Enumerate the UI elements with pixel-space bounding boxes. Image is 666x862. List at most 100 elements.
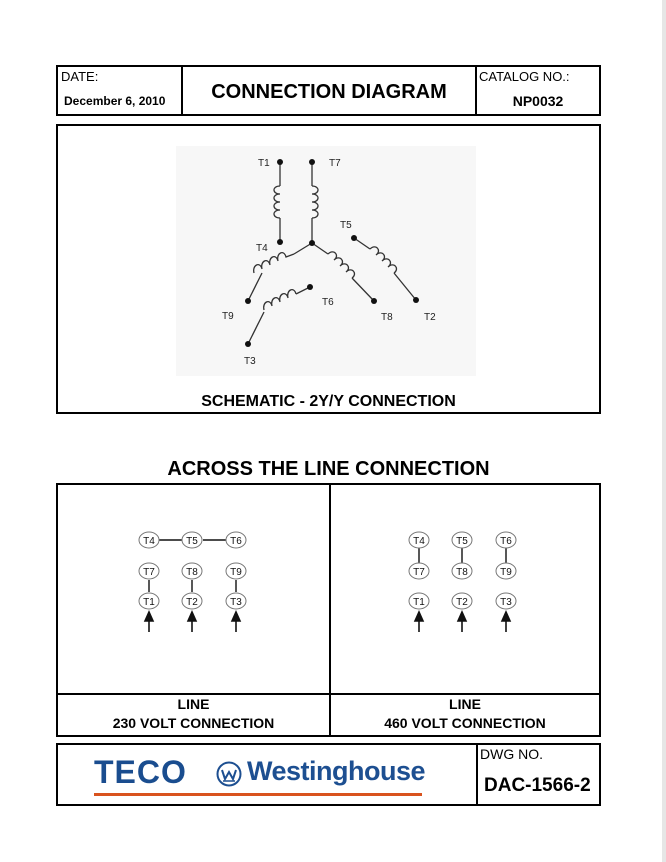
label-t8: T8 (381, 312, 393, 323)
across-box: T4 T5 T6 T7 T8 T9 T1 T2 T3 (56, 483, 601, 737)
coil-t7 (311, 185, 319, 219)
label-t2: T2 (424, 312, 436, 323)
terminal-t4 (408, 531, 430, 549)
terminal-t9 (495, 562, 517, 580)
catalog-label: CATALOG NO.: (479, 69, 570, 84)
label-t5: T5 (340, 220, 352, 231)
wiring-label: T6 (500, 536, 512, 547)
terminal-t1 (138, 592, 160, 610)
lead-center-t9a (293, 242, 313, 255)
coil-t9 (253, 252, 295, 274)
label-t1: T1 (258, 158, 270, 169)
wiring-label: T8 (186, 567, 198, 578)
company-logo: TECO Westinghouse (94, 754, 426, 797)
wiring-label: T3 (500, 597, 512, 608)
header-box: DATE: December 6, 2010 CONNECTION DIAGRA… (56, 65, 601, 116)
terminal-t3 (495, 592, 517, 610)
wiring-230v: T4 T5 T6 T7 T8 T9 T1 T2 T3 (138, 531, 247, 632)
wiring-label: T6 (230, 536, 242, 547)
footer-box: TECO Westinghouse DWG NO. DAC-1566-2 (56, 743, 601, 806)
westinghouse-w-icon (216, 761, 242, 787)
right-line-label: LINE (449, 696, 481, 712)
wiring-460v: T4 T5 T6 T7 T8 T9 T1 T2 T3 (408, 531, 517, 632)
coil-t8 (327, 251, 356, 279)
terminal-dot-t2 (413, 297, 419, 303)
dwg-label: DWG NO. (480, 746, 543, 762)
right-caption: 460 VOLT CONNECTION (384, 715, 546, 731)
across-vertical-divider (329, 485, 331, 735)
left-line-label: LINE (177, 696, 210, 712)
arrow-up-icon (186, 610, 198, 622)
logo-underline (94, 793, 422, 796)
wiring-label: T2 (456, 597, 468, 608)
wiring-label: T9 (500, 567, 512, 578)
wiring-label: T5 (186, 536, 198, 547)
arrow-up-icon (230, 610, 242, 622)
header-divider-2 (475, 67, 477, 114)
terminal-t5 (451, 531, 473, 549)
date-label: DATE: (61, 69, 99, 84)
catalog-value: NP0032 (512, 93, 564, 109)
terminal-t6 (225, 531, 247, 549)
label-t4: T4 (256, 243, 268, 254)
terminal-dot-t5 (351, 235, 357, 241)
wiring-label: T9 (230, 567, 242, 578)
wiring-label: T5 (456, 536, 468, 547)
lead-t3 (247, 311, 265, 345)
wiring-label: T3 (230, 597, 242, 608)
label-t6: T6 (322, 297, 334, 308)
page-title: CONNECTION DIAGRAM (211, 81, 447, 103)
across-heading: ACROSS THE LINE CONNECTION (167, 458, 490, 480)
wiring-label: T1 (413, 597, 425, 608)
terminal-t6 (495, 531, 517, 549)
lead-t5 (353, 237, 371, 250)
left-caption: 230 VOLT CONNECTION (112, 715, 275, 731)
terminal-t8 (451, 562, 473, 580)
terminal-t4 (138, 531, 160, 549)
wiring-label: T4 (143, 536, 155, 547)
terminal-t9 (225, 562, 247, 580)
lead-t2 (393, 272, 417, 301)
terminal-t2 (451, 592, 473, 610)
terminal-dot-center (309, 240, 315, 246)
arrow-up-icon (413, 610, 425, 622)
wiring-label: T8 (456, 567, 468, 578)
terminal-t1 (408, 592, 430, 610)
terminal-t8 (181, 562, 203, 580)
terminal-dot-t9 (245, 298, 251, 304)
terminal-dot-t1 (277, 159, 283, 165)
schematic-backdrop (176, 146, 476, 376)
across-horizontal-divider (58, 693, 599, 695)
arrow-up-icon (456, 610, 468, 622)
arrow-up-icon (500, 610, 512, 622)
date-value: December 6, 2010 (64, 94, 166, 108)
terminal-dot-t7 (309, 159, 315, 165)
terminal-dot-t8 (371, 298, 377, 304)
wiring-label: T1 (143, 597, 155, 608)
terminal-t3 (225, 592, 247, 610)
wiring-label: T7 (143, 567, 155, 578)
coil-t1-t4 (273, 185, 281, 219)
wiring-label: T2 (186, 597, 198, 608)
westinghouse-wordmark: Westinghouse (247, 756, 426, 786)
lead-center-t8a (311, 242, 329, 255)
wiring-label: T4 (413, 536, 425, 547)
right-edge-strip (662, 0, 666, 862)
terminal-t7 (138, 562, 160, 580)
schematic-caption: SCHEMATIC - 2Y/Y CONNECTION (201, 393, 456, 410)
lead-t9 (247, 272, 263, 302)
terminal-t2 (181, 592, 203, 610)
terminal-t7 (408, 562, 430, 580)
terminal-dot-t3 (245, 341, 251, 347)
terminal-t5 (181, 531, 203, 549)
label-t7: T7 (329, 158, 341, 169)
terminal-dot-t4 (277, 239, 283, 245)
footer-divider (476, 745, 478, 804)
schematic-diagram: T1 T7 T4 T5 T9 T6 T8 T2 T3 (176, 146, 476, 376)
label-t9: T9 (222, 311, 234, 322)
teco-wordmark: TECO (94, 754, 187, 790)
dwg-value: DAC-1566-2 (484, 775, 591, 796)
wiring-label: T7 (413, 567, 425, 578)
schematic-box: T1 T7 T4 T5 T9 T6 T8 T2 T3 SCHEMATIC - 2… (56, 124, 601, 414)
terminal-dot-t6 (307, 284, 313, 290)
